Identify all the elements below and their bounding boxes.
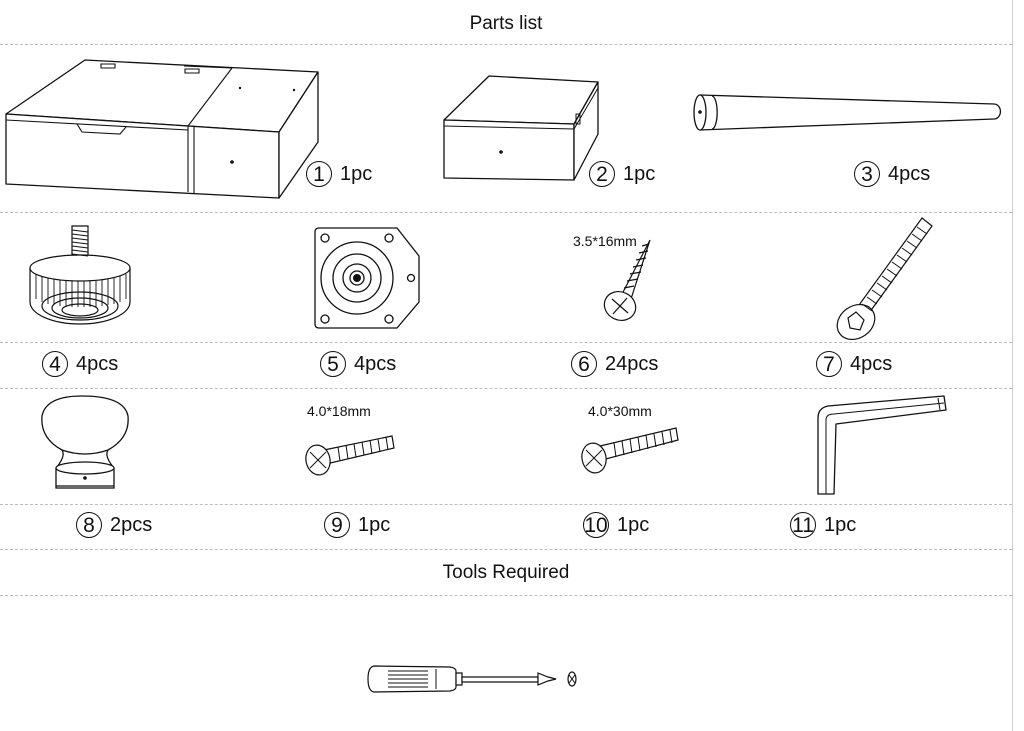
part-3-number: 3	[854, 161, 880, 187]
part-11-label: 11 1pc	[790, 512, 856, 538]
part-10-machine-screw-icon	[578, 424, 682, 476]
page-edge	[1012, 0, 1013, 731]
screwdriver-icon	[366, 662, 582, 696]
part-5-label: 5 4pcs	[320, 351, 396, 377]
part-8-knob-icon	[38, 394, 132, 490]
part-4-label: 4 4pcs	[42, 351, 118, 377]
part-2-qty: 1pc	[623, 162, 656, 185]
divider	[0, 549, 1012, 550]
part-11-hex-key-icon	[814, 394, 950, 496]
part-6-wood-screw-icon	[600, 236, 660, 326]
divider	[0, 388, 1012, 389]
divider	[0, 44, 1012, 45]
part-1-label: 1 1pc	[306, 161, 372, 187]
part-8-label: 8 2pcs	[76, 512, 152, 538]
part-5-mounting-plate-icon	[313, 226, 421, 330]
part-3-label: 3 4pcs	[854, 161, 930, 187]
part-10-spec: 4.0*30mm	[588, 403, 652, 419]
part-10-number: 10	[583, 512, 609, 538]
part-5-number: 5	[320, 351, 346, 377]
part-9-machine-screw-icon	[302, 428, 398, 478]
parts-list-heading: Parts list	[469, 13, 543, 34]
part-5-qty: 4pcs	[354, 352, 397, 375]
part-2-label: 2 1pc	[589, 161, 655, 187]
part-9-spec: 4.0*18mm	[307, 403, 371, 419]
part-6-number: 6	[571, 351, 597, 377]
part-3-qty: 4pcs	[888, 162, 931, 185]
part-9-number: 9	[324, 512, 350, 538]
part-10-qty: 1pc	[617, 513, 650, 536]
part-1-number: 1	[306, 161, 332, 187]
part-7-number: 7	[816, 351, 842, 377]
part-4-number: 4	[42, 351, 68, 377]
divider	[0, 504, 1012, 505]
part-8-number: 8	[76, 512, 102, 538]
part-1-cabinet-icon	[4, 58, 320, 202]
part-11-number: 11	[790, 512, 816, 538]
divider	[0, 595, 1012, 596]
part-1-qty: 1pc	[340, 162, 373, 185]
part-4-qty: 4pcs	[76, 352, 119, 375]
part-2-box-icon	[442, 74, 602, 184]
part-6-spec: 3.5*16mm	[573, 233, 637, 249]
part-9-qty: 1pc	[358, 513, 391, 536]
divider	[0, 212, 1012, 213]
tools-required-heading: Tools Required	[442, 562, 570, 583]
part-7-bolt-icon	[830, 212, 942, 340]
part-11-qty: 1pc	[824, 513, 857, 536]
part-4-adjustable-foot-icon	[26, 222, 138, 334]
part-10-label: 10 1pc	[583, 512, 649, 538]
part-3-leg-icon	[688, 92, 1004, 136]
divider	[0, 342, 1012, 343]
part-9-label: 9 1pc	[324, 512, 390, 538]
part-8-qty: 2pcs	[110, 513, 153, 536]
part-6-label: 6 24pcs	[571, 351, 658, 377]
part-6-qty: 24pcs	[605, 352, 659, 375]
part-7-label: 7 4pcs	[816, 351, 892, 377]
part-7-qty: 4pcs	[850, 352, 893, 375]
part-2-number: 2	[589, 161, 615, 187]
